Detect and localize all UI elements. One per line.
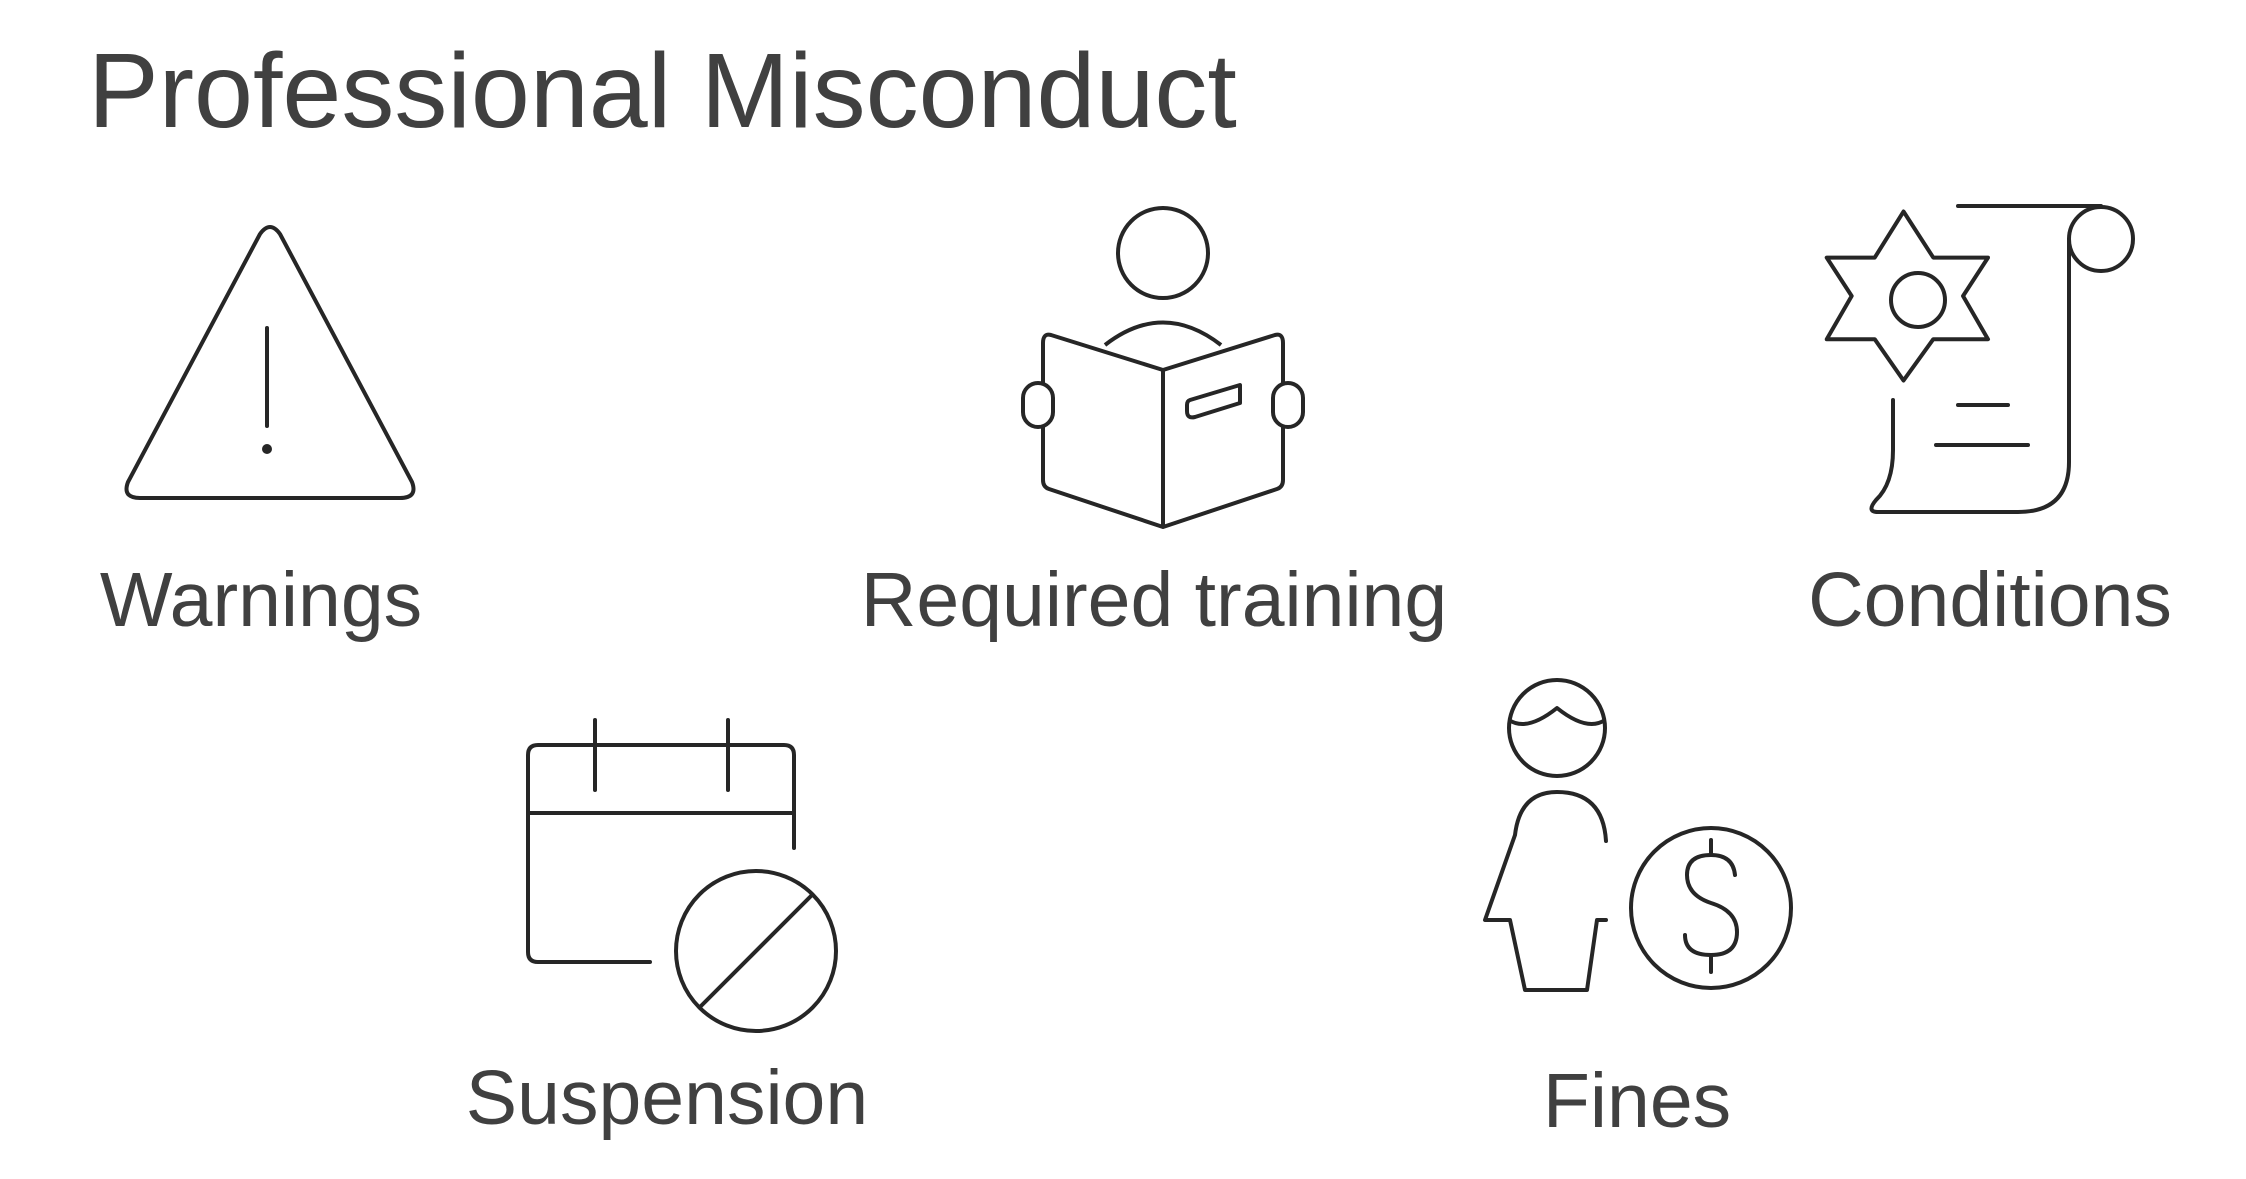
label-fines: Fines xyxy=(1542,1058,1732,1144)
label-warnings: Warnings xyxy=(99,557,423,643)
person-reading-book-icon xyxy=(1015,205,1315,525)
person-dollar-coin-icon xyxy=(1475,680,1815,1000)
calendar-prohibited-icon xyxy=(522,715,842,1035)
page-title: Professional Misconduct xyxy=(88,32,1237,150)
warning-triangle-icon xyxy=(110,220,430,510)
certificate-scroll-icon xyxy=(1838,200,2148,520)
label-conditions: Conditions xyxy=(1808,557,2172,643)
label-suspension: Suspension xyxy=(465,1055,869,1141)
label-required-training: Required training xyxy=(860,557,1448,643)
